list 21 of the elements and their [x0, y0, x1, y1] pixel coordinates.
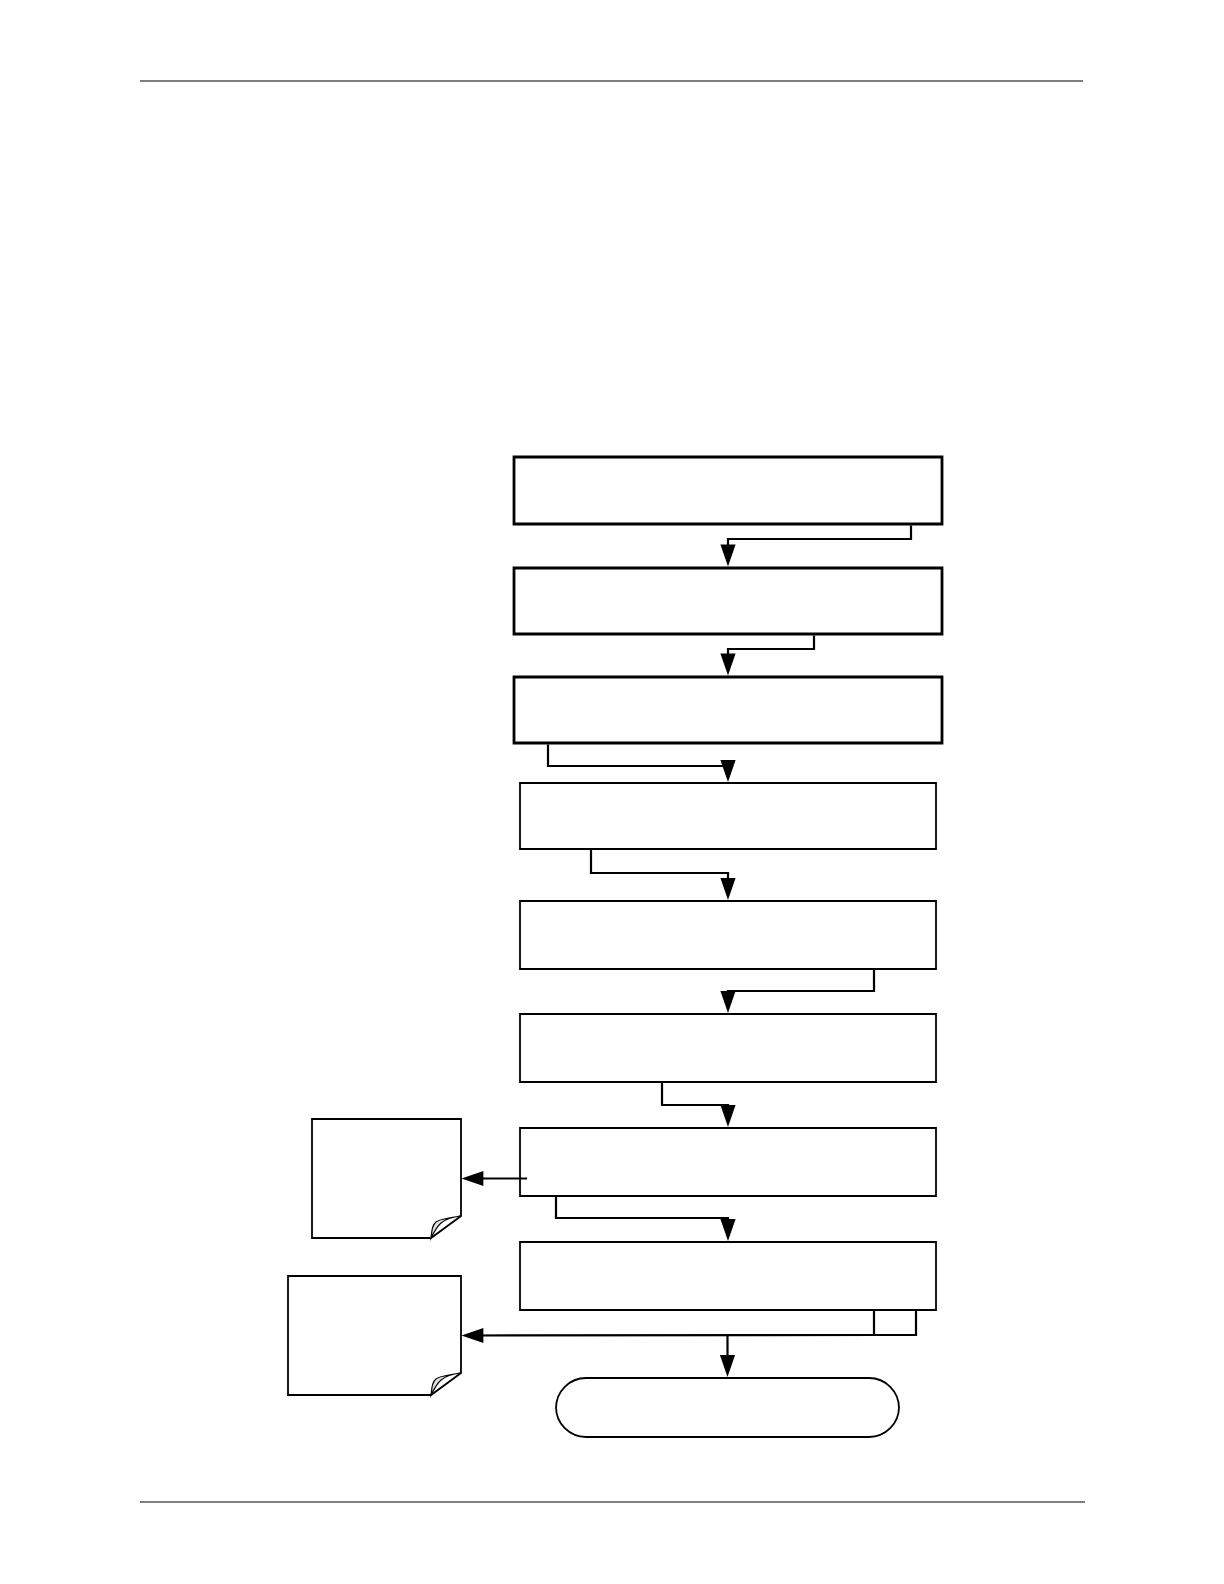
arrow	[589, 849, 736, 901]
arrow	[719, 1310, 918, 1378]
process-box	[519, 900, 937, 970]
process-box	[519, 1127, 937, 1197]
process-box	[512, 675, 944, 745]
arrow	[546, 744, 736, 783]
process-box	[512, 566, 944, 636]
arrow	[720, 635, 816, 676]
arrow	[720, 525, 913, 567]
terminator-shape	[555, 1377, 900, 1438]
process-box	[519, 782, 937, 850]
arrow	[720, 969, 876, 1014]
process-box	[512, 455, 944, 526]
arrow	[461, 1170, 528, 1187]
document-shape	[287, 1275, 462, 1396]
arrow	[660, 1082, 736, 1128]
process-box	[519, 1013, 937, 1083]
document-shape	[311, 1118, 462, 1239]
arrow	[461, 1310, 876, 1344]
arrow	[554, 1196, 736, 1242]
process-box	[519, 1241, 937, 1311]
